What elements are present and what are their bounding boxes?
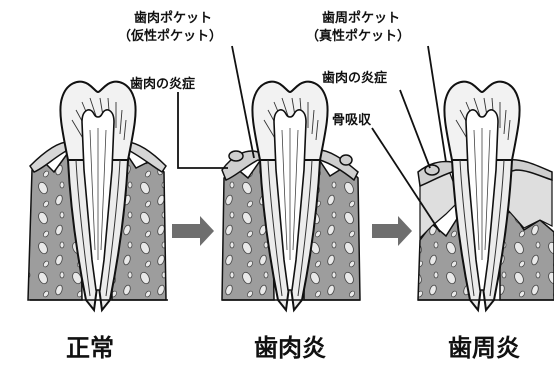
periodontal-pocket-label: 歯周ポケット bbox=[322, 10, 400, 26]
gum-inflammation-label-1: 歯肉の炎症 bbox=[130, 76, 195, 92]
pseudo-pocket-label: （仮性ポケット） bbox=[118, 28, 222, 44]
periodontitis-panel bbox=[417, 80, 554, 311]
gum-inflammation-label-2: 歯肉の炎症 bbox=[322, 70, 387, 86]
caption-normal: 正常 bbox=[66, 334, 114, 362]
gingival-pocket-label: 歯肉ポケット bbox=[134, 10, 212, 26]
progression-arrow-1 bbox=[172, 216, 214, 246]
progression-arrow-2 bbox=[372, 216, 412, 246]
bone-resorption-label: 骨吸収 bbox=[332, 113, 372, 128]
true-pocket-label: （真性ポケット） bbox=[306, 28, 410, 44]
caption-gingivitis: 歯肉炎 bbox=[254, 334, 326, 362]
normal-panel bbox=[27, 80, 168, 311]
caption-periodontitis: 歯周炎 bbox=[448, 334, 520, 362]
leader-lines bbox=[177, 45, 447, 233]
gingivitis-panel bbox=[221, 80, 361, 311]
